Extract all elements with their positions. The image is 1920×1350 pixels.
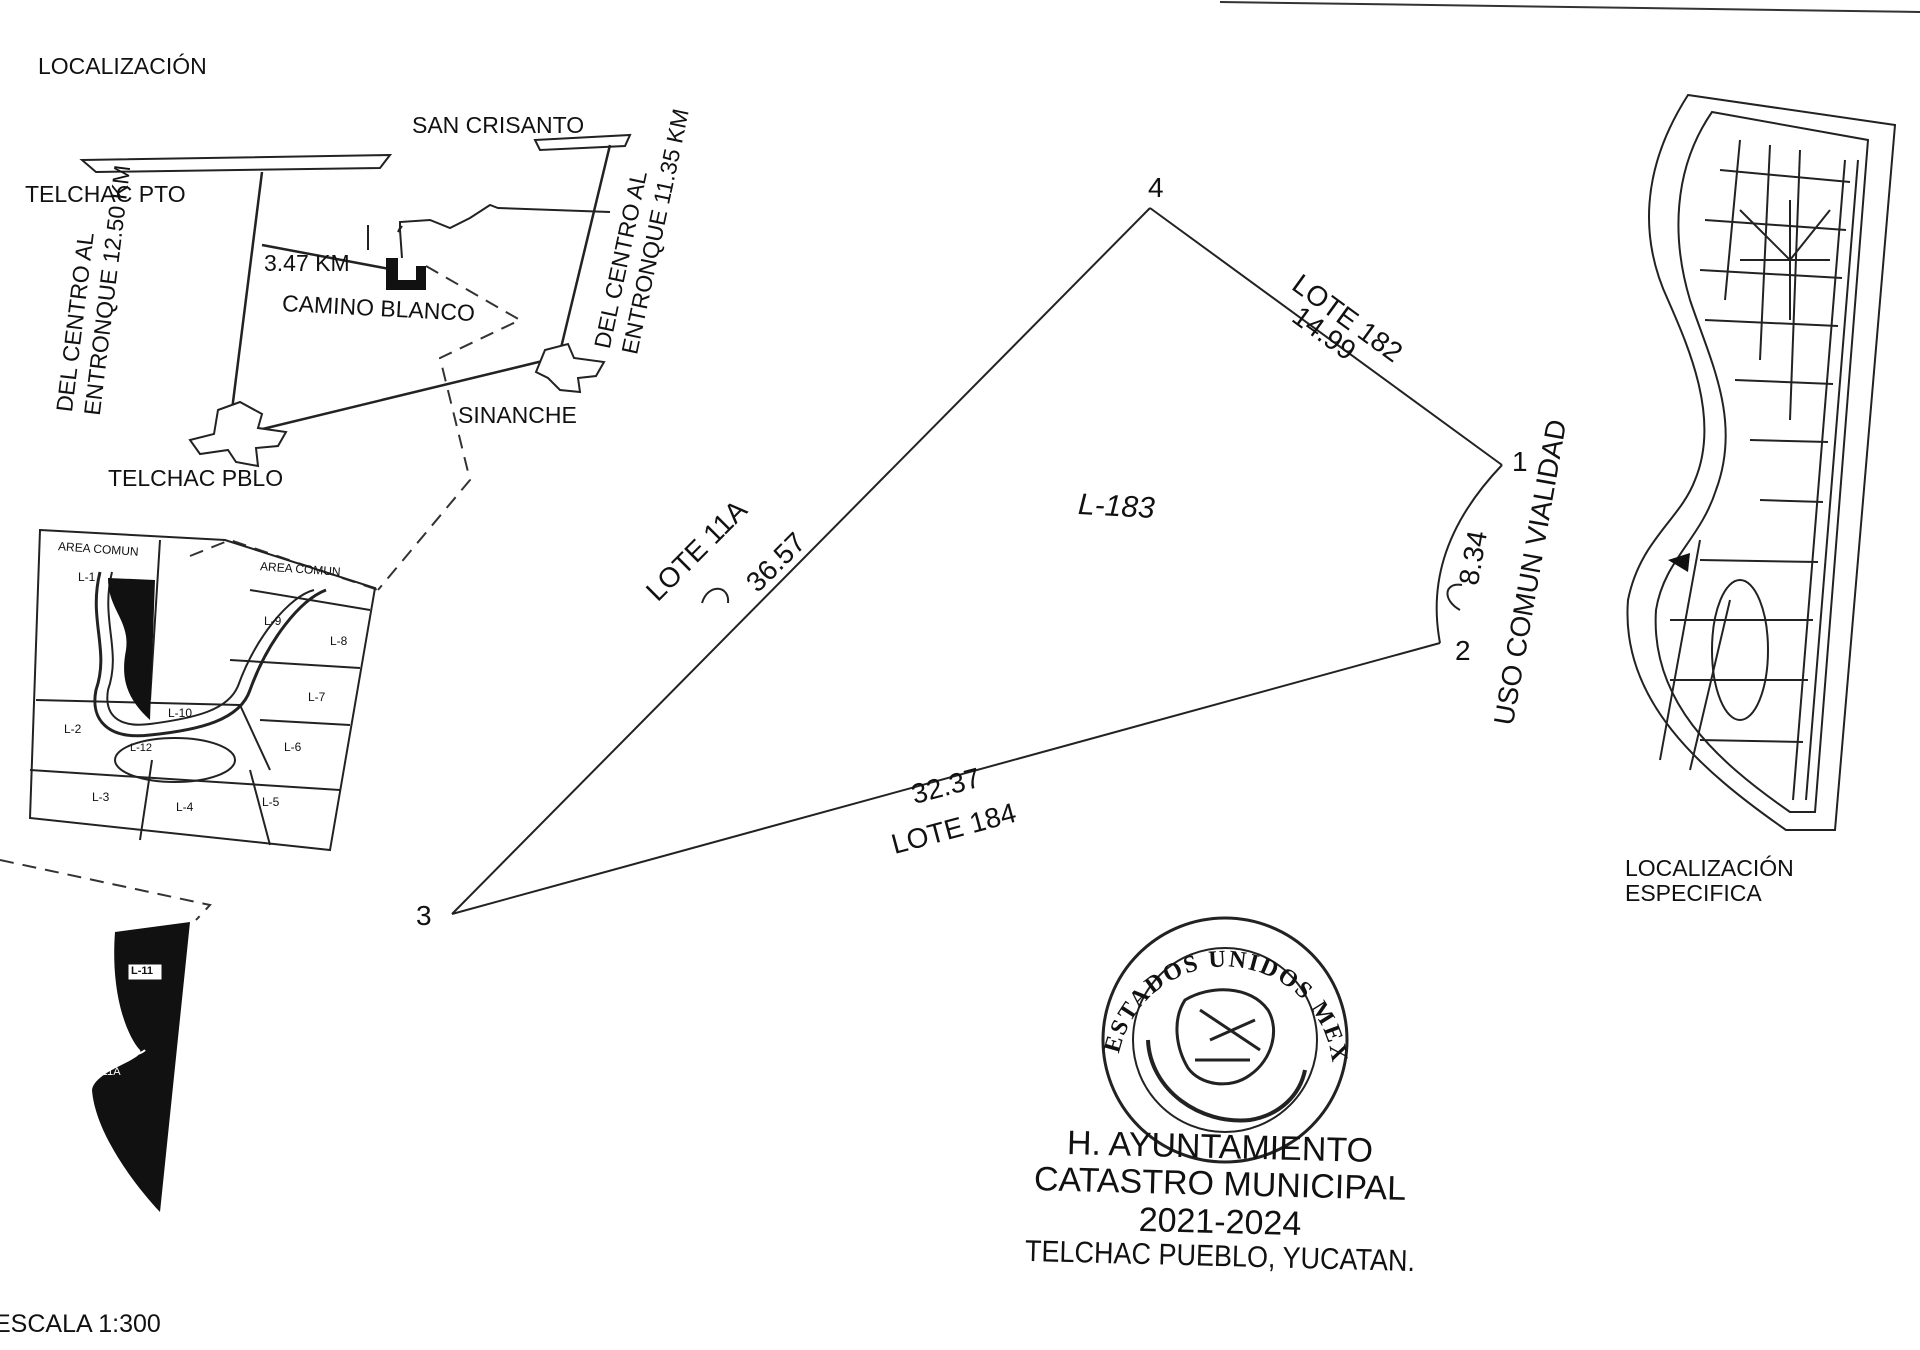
lot-label: L-10: [168, 706, 193, 720]
distance-short: 3.47 KM: [264, 250, 350, 276]
lot-label: L-9: [264, 614, 282, 628]
scale-label: ESCALA 1:300: [0, 1310, 161, 1338]
lot-label: L-3: [92, 790, 110, 804]
sinanche-town: [534, 342, 606, 394]
specific-location-marker: [1668, 553, 1690, 572]
san-crisanto-coast: [533, 133, 632, 152]
seal-emblem: [1101, 916, 1349, 1164]
road-camino-blanco: [261, 243, 396, 272]
arc-symbol-east: [1446, 583, 1463, 611]
lot-label: L-8: [330, 634, 348, 648]
lot-label: L-7: [308, 690, 326, 704]
parcel-outline: [451, 207, 1503, 915]
road-north: [399, 203, 611, 230]
road-san-crisanto: [558, 144, 612, 353]
strip-lot-label-box: [127, 963, 163, 981]
lot-label: L-2: [64, 722, 82, 736]
specific-location-map: [1626, 93, 1897, 831]
lot-l1-highlight: [108, 578, 155, 720]
lot-label: L-4: [176, 800, 194, 814]
strip-lot-label: L-11: [131, 965, 154, 977]
parcel-name: L-183: [1077, 488, 1156, 525]
vertex-3: 3: [416, 900, 432, 931]
place-san-crisanto: SAN CRISANTO: [412, 112, 585, 138]
vertex-1: 1: [1512, 446, 1528, 477]
specific-location-label-1: LOCALIZACIÓN: [1625, 855, 1794, 881]
road-telchac-pto: [230, 171, 264, 411]
place-telchac-pblo: TELCHAC PBLO: [108, 465, 284, 491]
road-sinanche: [249, 356, 556, 434]
top-border-line: [1219, 1, 1920, 13]
lot-label: L-12: [130, 742, 153, 754]
strip-lot-shape: [92, 922, 190, 1212]
place-telchac-pto: TELCHAC PTO: [25, 181, 186, 207]
telchac-pblo-town: [188, 400, 288, 468]
telchac-pto-coast: [79, 153, 393, 174]
location-map-title: LOCALIZACIÓN: [38, 53, 207, 79]
strip-lot-label: L-11A: [92, 1066, 121, 1078]
vertex-2: 2: [1455, 635, 1471, 666]
lot-label: L-6: [284, 740, 302, 754]
specific-location-label-2: ESPECIFICA: [1625, 880, 1762, 906]
subdivision-inset: [28, 528, 377, 852]
vertex-4: 4: [1148, 172, 1164, 203]
lot-label: L-1: [78, 570, 96, 584]
location-map-roads: [79, 133, 632, 434]
lot-label: L-5: [262, 795, 280, 809]
arc-symbol-west: [701, 587, 730, 604]
camino-blanco-marker: [386, 258, 426, 290]
place-sinanche: SINANCHE: [458, 402, 577, 428]
